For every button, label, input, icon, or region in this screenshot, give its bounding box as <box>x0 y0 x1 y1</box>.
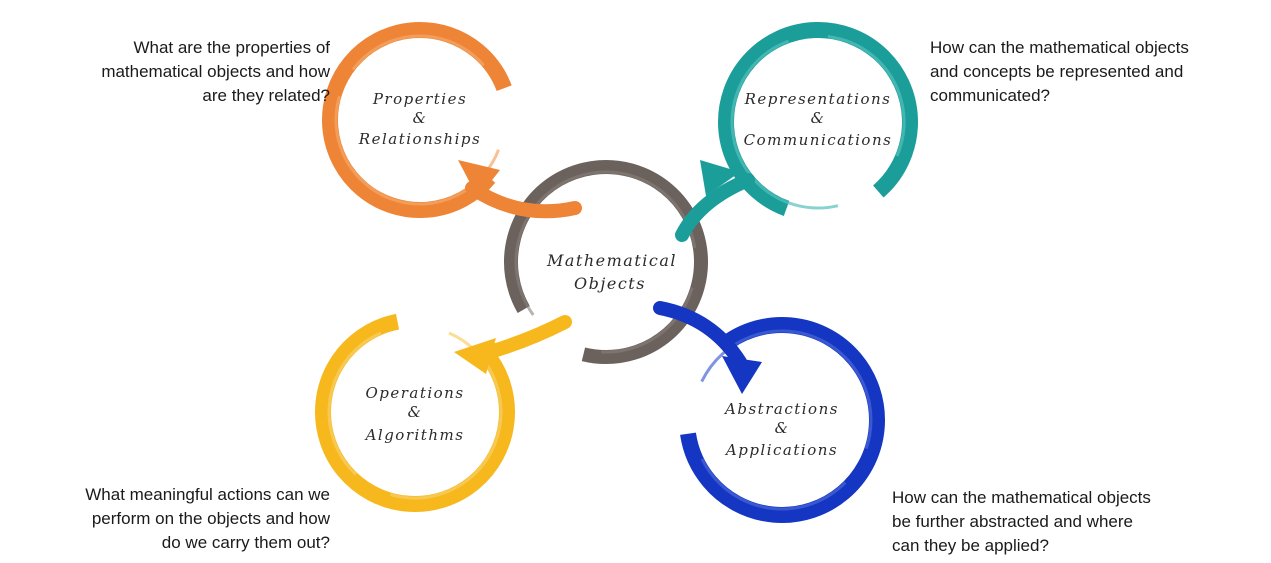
question-bottom-left: What meaningful actions can we perform o… <box>8 483 330 555</box>
question-line: communicated? <box>930 86 1051 105</box>
representations-ring-brush <box>730 34 906 210</box>
operations-label-line3: Algorithms <box>364 426 465 444</box>
properties-circle: Properties & Relationships <box>322 22 582 219</box>
question-line: How can the mathematical objects <box>930 38 1189 57</box>
operations-connector <box>483 315 572 359</box>
operations-arrowhead-icon <box>454 338 496 374</box>
properties-connector <box>465 181 582 219</box>
representations-circle: Representations & Communications <box>675 22 918 242</box>
question-top-right: How can the mathematical objects and con… <box>930 36 1260 108</box>
representations-connector <box>675 173 755 242</box>
properties-label-line3: Relationships <box>358 130 481 148</box>
abstractions-arrowhead-icon <box>722 356 762 394</box>
properties-ring-brush <box>334 34 506 206</box>
abstractions-label-line2: & <box>775 419 790 437</box>
question-line: How can the mathematical objects <box>892 488 1151 507</box>
center-label-line2: Objects <box>574 274 646 293</box>
operations-label-line1: Operations <box>365 384 464 402</box>
question-line: mathematical objects and how <box>101 62 330 81</box>
question-line: and concepts be represented and <box>930 62 1184 81</box>
question-line: What meaningful actions can we <box>85 485 330 504</box>
properties-arrowhead-icon <box>458 160 500 198</box>
operations-label-line2: & <box>408 403 423 421</box>
question-line: can they be applied? <box>892 536 1049 555</box>
representations-label-line2: & <box>811 109 826 127</box>
representations-ring <box>718 22 918 222</box>
operations-ring-brush <box>327 324 503 500</box>
abstractions-circle: Abstractions & Applications <box>653 301 885 523</box>
abstractions-ring-brush <box>691 329 873 511</box>
question-line: do we carry them out? <box>161 533 330 552</box>
properties-label-line2: & <box>413 109 428 127</box>
properties-label-line1: Properties <box>372 90 467 108</box>
center-label-line1: Mathematical <box>546 251 677 270</box>
representations-label-line3: Communications <box>744 131 893 149</box>
question-line: perform on the objects and how <box>91 509 330 528</box>
representations-label-line1: Representations <box>744 90 892 108</box>
abstractions-label-line1: Abstractions <box>723 400 839 418</box>
question-bottom-right: How can the mathematical objects be furt… <box>892 486 1222 558</box>
operations-circle: Operations & Algorithms <box>315 312 572 512</box>
representations-arrowhead-icon <box>700 160 740 196</box>
question-line: are they related? <box>202 86 330 105</box>
question-line: What are the properties of <box>133 38 330 57</box>
center-circle: Mathematical Objects <box>504 160 709 364</box>
abstractions-connector <box>653 301 747 369</box>
question-top-left: What are the properties of mathematical … <box>8 36 330 108</box>
abstractions-label-line3: Applications <box>724 441 838 459</box>
question-line: be further abstracted and where <box>892 512 1133 531</box>
